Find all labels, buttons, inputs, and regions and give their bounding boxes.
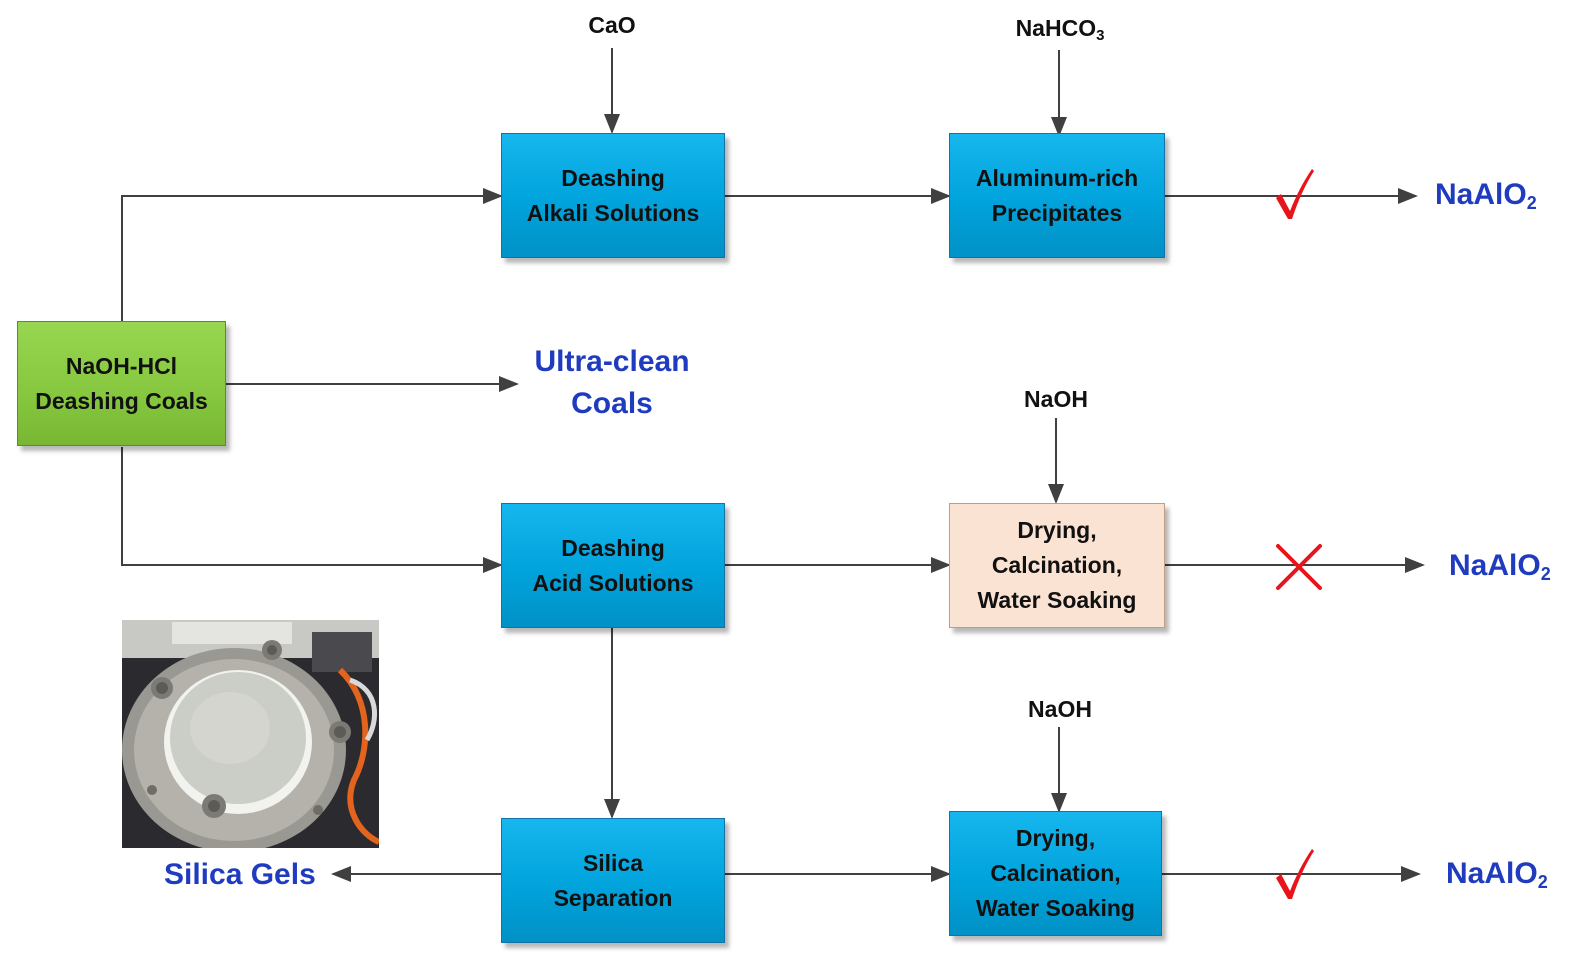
product-middle-base: NaAlO <box>1449 549 1541 582</box>
alkali-box-line1: Deashing <box>561 164 665 191</box>
silica-gels-label: Silica Gels <box>164 858 316 891</box>
feed-box-line1: NaOH-HCl <box>65 352 178 379</box>
alkali-solutions-box: Deashing Alkali Solutions <box>501 133 725 258</box>
ultra-clean-coals-label: Ultra-clean Coals <box>534 341 689 425</box>
cross-mark-icon <box>1276 544 1322 590</box>
precip-box-line2: Precipitates <box>991 199 1123 226</box>
acid-box-line2: Acid Solutions <box>532 569 694 596</box>
drying-calcination-box-failed: Drying, Calcination, Water Soaking <box>949 503 1165 628</box>
acid-box-line1: Deashing <box>561 534 665 561</box>
dry-fail-line2: Calcination, <box>991 552 1123 578</box>
product-naalo2-bottom: NaAlO2 <box>1446 857 1548 893</box>
dry-ok-line1: Drying, <box>1015 825 1096 851</box>
product-naalo2-middle: NaAlO2 <box>1449 549 1551 585</box>
dry-ok-line2: Calcination, <box>990 860 1121 886</box>
dry-fail-line3: Water Soaking <box>977 587 1137 613</box>
silica-separation-box: Silica Separation <box>501 818 725 943</box>
acid-solutions-box: Deashing Acid Solutions <box>501 503 725 628</box>
product-middle-sub: 2 <box>1540 564 1551 584</box>
feed-box-naoh-hcl-deashing-coals: NaOH-HCl Deashing Coals <box>17 321 226 446</box>
product-top-base: NaAlO <box>1435 178 1527 211</box>
reagent-nahco3: NaHCO3 <box>1016 15 1105 44</box>
arrow-feed-to-alkali <box>121 188 503 321</box>
silica-sep-line2: Separation <box>553 884 673 911</box>
silica-gel-photo <box>122 620 379 848</box>
check-mark-icon <box>1276 849 1314 899</box>
dry-ok-line3: Water Soaking <box>976 895 1135 921</box>
product-bottom-sub: 2 <box>1537 872 1548 892</box>
aluminum-precipitates-box: Aluminum-rich Precipitates <box>949 133 1165 258</box>
alkali-box-line2: Alkali Solutions <box>526 199 700 226</box>
drying-calcination-box-success: Drying, Calcination, Water Soaking <box>949 811 1162 936</box>
product-top-sub: 2 <box>1526 193 1537 213</box>
reagent-nahco3-base: NaHCO <box>1015 15 1097 41</box>
reagent-naoh-bottom: NaOH <box>1028 696 1092 722</box>
clean-coal-line1: Ultra-clean <box>534 345 690 378</box>
product-bottom-base: NaAlO <box>1446 857 1538 890</box>
check-mark-icon <box>1276 169 1314 219</box>
reagent-naoh-middle: NaOH <box>1024 386 1088 412</box>
silica-sep-line1: Silica <box>582 849 644 876</box>
reagent-nahco3-sub: 3 <box>1096 27 1105 44</box>
reagent-cao: CaO <box>588 12 636 38</box>
feed-box-line2: Deashing Coals <box>35 387 208 414</box>
product-naalo2-top: NaAlO2 <box>1435 178 1537 214</box>
clean-coal-line2: Coals <box>571 387 653 420</box>
dry-fail-line1: Drying, <box>1017 517 1097 543</box>
arrow-feed-to-acid <box>121 447 503 573</box>
precip-box-line1: Aluminum-rich <box>975 164 1139 191</box>
